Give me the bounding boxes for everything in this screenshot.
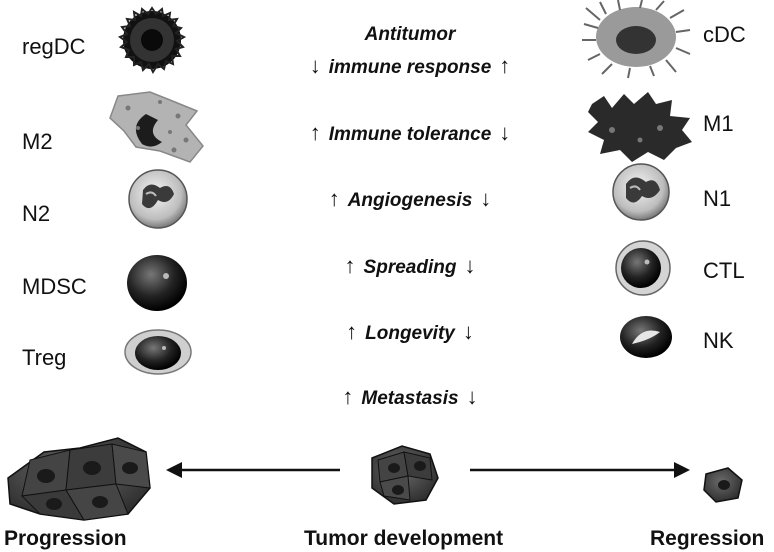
- treg-cell-icon: [124, 329, 192, 375]
- n1-neutrophil-icon: [612, 163, 670, 221]
- down-arrow-icon: ↓: [462, 319, 474, 344]
- effect-antitumor-line1: Antitumor: [260, 24, 560, 47]
- ctl-cell-icon: [615, 240, 671, 296]
- left-cell-label-n2: N2: [22, 201, 51, 226]
- up-arrow-icon: ↑: [499, 53, 511, 78]
- regression-label: Regression: [650, 527, 765, 550]
- effect-longevity-label: Longevity: [365, 323, 455, 344]
- effect-antitumor-line2: ↓ immune response ↑: [260, 53, 560, 80]
- effect-antitumor-subtitle: immune response: [328, 57, 492, 78]
- down-arrow-icon: ↓: [480, 186, 492, 211]
- progression-tumor-icon: [7, 437, 151, 521]
- down-arrow-icon: ↓: [499, 120, 511, 145]
- effect-metastasis: ↑ Metastasis ↓: [260, 384, 560, 411]
- effect-longevity: ↑ Longevity ↓: [260, 319, 560, 346]
- m1-macrophage-icon: [588, 92, 692, 162]
- left-cell-label-mdsc: MDSC: [22, 274, 87, 299]
- effect-antitumor-title: Antitumor: [364, 24, 456, 45]
- right-cell-label-ctl: CTL: [703, 258, 745, 283]
- cdc-cell-icon: [582, 0, 691, 79]
- up-arrow-icon: ↑: [309, 120, 321, 145]
- effect-immune-tolerance: ↑ Immune tolerance ↓: [260, 120, 560, 147]
- regdc-cell-icon: [117, 6, 187, 75]
- right-cell-label-cdc: cDC: [703, 22, 746, 47]
- effect-immune-tolerance-label: Immune tolerance: [328, 124, 492, 145]
- effect-spreading-label: Spreading: [363, 257, 457, 278]
- right-cell-label-m1: M1: [703, 111, 734, 136]
- effect-angiogenesis-label: Angiogenesis: [347, 190, 473, 211]
- left-cell-label-regdc: regDC: [22, 34, 86, 59]
- right-cell-label-n1: N1: [703, 186, 732, 211]
- m2-macrophage-icon: [109, 91, 204, 163]
- tumor-development-icon: [371, 445, 439, 505]
- progression-arrow-icon: [166, 462, 340, 478]
- mdsc-cell-icon: [127, 255, 187, 311]
- nk-cell-icon: [620, 316, 672, 358]
- up-arrow-icon: ↑: [342, 384, 354, 409]
- effect-metastasis-label: Metastasis: [361, 388, 459, 409]
- effect-spreading: ↑ Spreading ↓: [260, 253, 560, 280]
- progression-label: Progression: [4, 527, 127, 550]
- left-cell-label-m2: M2: [22, 129, 53, 154]
- effect-angiogenesis: ↑ Angiogenesis ↓: [260, 186, 560, 213]
- down-arrow-icon: ↓: [466, 384, 478, 409]
- right-cell-label-nk: NK: [703, 328, 734, 353]
- n2-neutrophil-icon: [128, 169, 188, 229]
- tumor-development-label: Tumor development: [304, 527, 504, 550]
- down-arrow-icon: ↓: [309, 53, 321, 78]
- down-arrow-icon: ↓: [464, 253, 476, 278]
- regression-arrow-icon: [470, 462, 690, 478]
- up-arrow-icon: ↑: [344, 253, 356, 278]
- left-cell-label-treg: Treg: [22, 345, 67, 370]
- up-arrow-icon: ↑: [328, 186, 340, 211]
- regression-tumor-icon: [703, 467, 743, 503]
- up-arrow-icon: ↑: [346, 319, 358, 344]
